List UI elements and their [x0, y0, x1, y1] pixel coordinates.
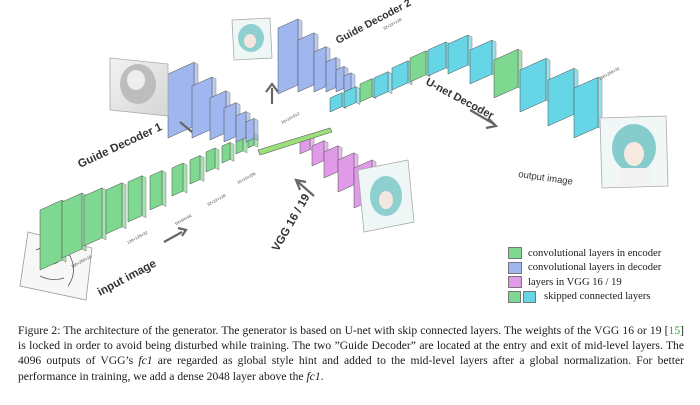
- svg-text:16×16×512: 16×16×512: [280, 111, 301, 125]
- caption-fc1: fc1: [138, 354, 153, 368]
- unet-decoder-layer: [359, 78, 377, 103]
- encoder-layer: [205, 147, 220, 173]
- caption-fc1: fc1: [306, 369, 321, 383]
- dimension-annotations: 256×256×16 128×128×32 64×64×64 32×32×128…: [70, 17, 621, 269]
- unet-decoder-layer: [447, 34, 473, 75]
- legend-label: convolutional layers in decoder: [528, 262, 662, 274]
- legend-item-encoder: convolutional layers in encoder: [508, 246, 688, 261]
- legend-item-decoder: convolutional layers in decoder: [508, 261, 688, 276]
- caption-text: ] is locked in order to avoid being dist…: [18, 324, 684, 368]
- legend-label: layers in VGG 16 / 19: [528, 276, 622, 288]
- unet-decoder-layer: [391, 60, 413, 91]
- fc1-bar: [257, 127, 333, 156]
- encoder-layer: [105, 182, 127, 235]
- guide-decoder-2-layer: [343, 72, 356, 93]
- guide-decoder-1-layer: [245, 117, 259, 143]
- vgg-label: VGG 16 / 19: [270, 192, 312, 253]
- legend-label: skipped connected layers: [544, 291, 651, 303]
- unet-decoder-layer: [427, 41, 451, 77]
- guide-decoder-1-output-image: [109, 57, 169, 117]
- guide-decoder-1-label: Guide Decoder 1: [76, 121, 164, 171]
- encoder-layer: [171, 162, 188, 197]
- unet-decoder-layer: [409, 50, 431, 83]
- unet-decoder-layer: [343, 86, 361, 109]
- unet-decoder-layer: [469, 39, 497, 85]
- legend: convolutional layers in encoder convolut…: [508, 246, 688, 304]
- unet-decoder-layer: [329, 92, 347, 113]
- legend-item-skip: skipped connected layers: [508, 290, 688, 305]
- encoder-layer: [61, 192, 87, 259]
- guide-decoder-2-layers: [277, 18, 356, 95]
- guide-decoder-2-output-image: [231, 17, 273, 61]
- svg-text:64×64×64: 64×64×64: [174, 213, 193, 226]
- vgg-input-image: [357, 159, 415, 233]
- flow-arrows: [163, 82, 499, 243]
- svg-text:128×128×32: 128×128×32: [126, 230, 149, 245]
- unet-decoder-layer: [493, 48, 523, 99]
- caption-text: are regarded as global style hint and ad…: [18, 354, 684, 383]
- encoder-layer: [189, 155, 205, 185]
- architecture-diagram: 256×256×16 128×128×32 64×64×64 32×32×128…: [19, 0, 669, 301]
- unet-decoder-label: U-net Decoder: [424, 76, 497, 122]
- output-image-label: output image: [518, 169, 574, 188]
- decoder-swatch: [508, 261, 522, 274]
- svg-text:16×16×256: 16×16×256: [236, 171, 257, 185]
- encoder-layers: [39, 132, 259, 271]
- encoder-swatch: [508, 247, 522, 260]
- encoder-layer: [149, 170, 167, 211]
- legend-item-vgg: layers in VGG 16 / 19: [508, 275, 688, 290]
- citation-link[interactable]: 15: [668, 324, 681, 337]
- unet-decoder-layer: [547, 67, 579, 127]
- guide-decoder-2-label: Guide Decoder 2: [334, 0, 413, 47]
- svg-text:32×32×128: 32×32×128: [206, 193, 227, 207]
- figure-caption: Figure 2: The architecture of the genera…: [18, 323, 684, 384]
- unet-decoder-layer: [519, 57, 551, 113]
- caption-text: Figure 2: The architecture of the genera…: [18, 324, 669, 337]
- vgg-swatch: [508, 276, 522, 289]
- encoder-layer: [221, 141, 235, 164]
- caption-text: .: [320, 369, 324, 383]
- encoder-layer: [83, 187, 107, 247]
- input-image-label: input image: [96, 258, 159, 299]
- svg-text:256×256×32: 256×256×32: [598, 66, 621, 81]
- unet-decoder-layer: [373, 71, 393, 99]
- skip-swatch: [508, 290, 538, 303]
- unet-decoder-layers: [329, 34, 603, 139]
- legend-label: convolutional layers in encoder: [528, 247, 662, 259]
- guide-decoder-1-layers: [167, 61, 259, 143]
- unet-decoder-layer: [573, 76, 603, 139]
- output-image-thumbnail: [599, 115, 669, 189]
- encoder-layer: [127, 175, 147, 223]
